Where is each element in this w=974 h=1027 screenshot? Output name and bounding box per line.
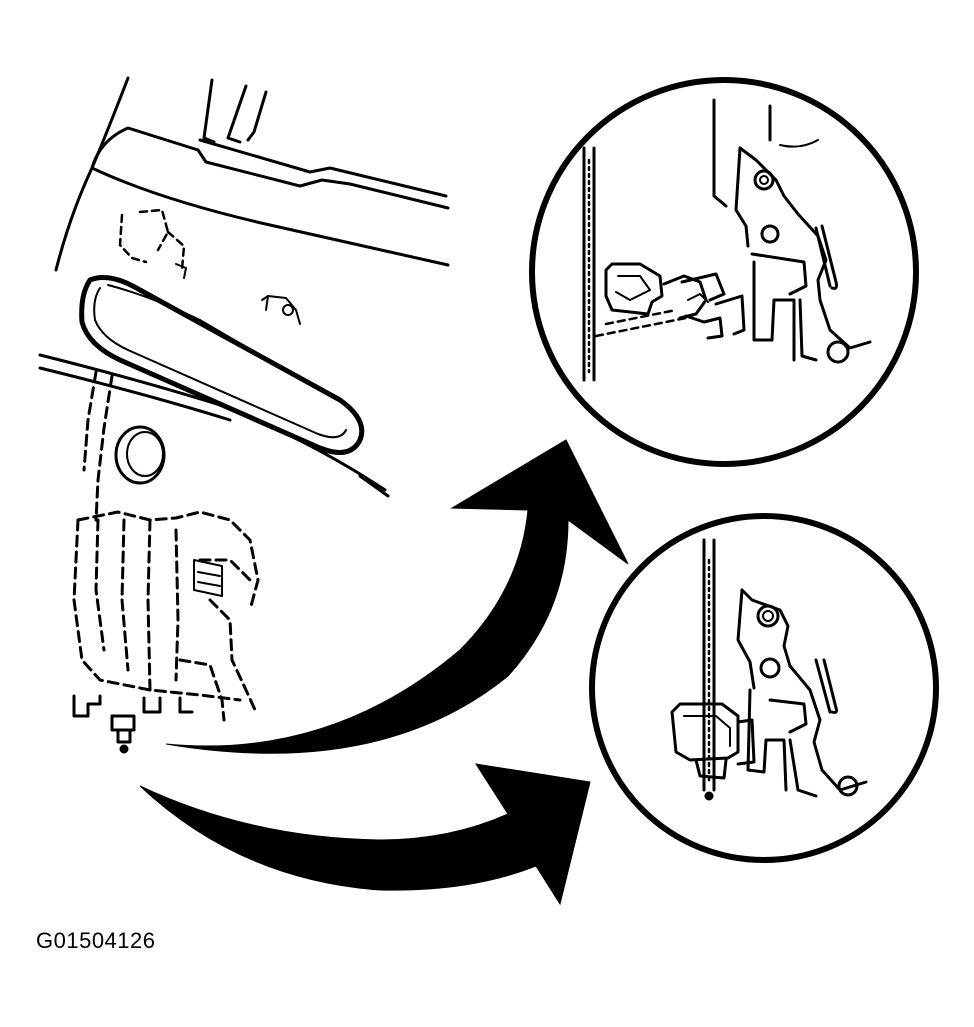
arrow-upper <box>165 439 629 754</box>
leader-lines <box>594 316 688 338</box>
figure-code: G01504126 <box>36 928 156 953</box>
door-panel <box>38 76 450 498</box>
door-latch-assembly <box>72 510 260 754</box>
detail-view-rod-clip-connected <box>589 513 939 863</box>
outside-door-handle <box>79 208 365 522</box>
detail-view-rod-clip-disconnected <box>529 77 919 467</box>
access-hole-plug <box>114 425 166 485</box>
arrow-lower <box>139 763 591 906</box>
